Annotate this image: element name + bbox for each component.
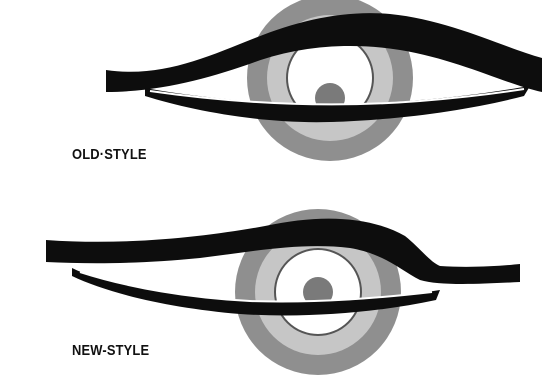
old-style-eye [106, 0, 542, 161]
old-style-label: OLD·STYLE [72, 146, 147, 163]
new-style-label: NEW-STYLE [72, 342, 149, 359]
